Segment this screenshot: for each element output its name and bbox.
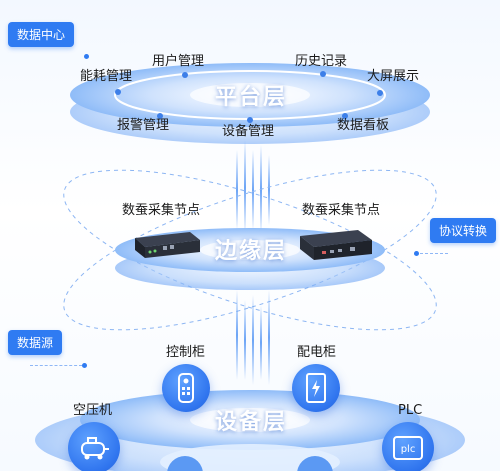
device-label-air-compressor: 空压机 [73,403,113,418]
plc-icon: plc [382,422,434,471]
node-dot [115,89,121,95]
partial-icon [297,456,333,471]
remote-control-icon [162,364,210,412]
power-cabinet-icon [292,364,340,412]
tag-connector [30,365,82,366]
platform-item-users: 用户管理 [152,54,205,69]
data-beams-upper [236,140,270,235]
platform-disc [70,63,430,144]
node-dot [247,117,253,123]
platform-item-history: 历史记录 [295,54,348,69]
node-dot [157,113,163,119]
platform-item-dashboard: 数据看板 [337,118,390,133]
device-label-plc: PLC [398,403,423,418]
platform-item-big-screen: 大屏展示 [367,69,420,84]
node-dot [182,72,188,78]
tag-dot [82,363,87,368]
air-compressor-icon [68,422,120,471]
data-center-tag: 数据中心 [8,22,75,47]
tag-dot [414,251,419,256]
platform-item-alarm: 报警管理 [117,118,170,133]
edge-gateway-right [300,230,372,260]
platform-item-devices: 设备管理 [222,124,275,139]
platform-layer-title: 平台层 [215,85,288,110]
data-source-tag: 数据源 [8,330,63,355]
device-disc [35,390,465,471]
edge-node-label-right: 数蚕采集节点 [302,203,381,218]
device-label-power-cabinet: 配电柜 [297,345,337,360]
edge-gateway-left [135,232,200,258]
protocol-tag: 协议转换 [430,218,497,243]
partial-icon [167,456,203,471]
tag-dot [84,54,89,59]
edge-layer-title: 边缘层 [215,239,288,264]
plc-icon-text: plc [401,444,416,455]
device-label-control-cabinet: 控制柜 [166,345,206,360]
data-beams-lower [236,290,270,385]
edge-node-label-left: 数蚕采集节点 [122,203,201,218]
platform-item-energy: 能耗管理 [80,69,133,84]
device-layer-title: 设备层 [215,410,288,435]
tag-connector [420,253,448,254]
node-dot [342,113,348,119]
node-dot [377,90,383,96]
node-dot [320,71,326,77]
